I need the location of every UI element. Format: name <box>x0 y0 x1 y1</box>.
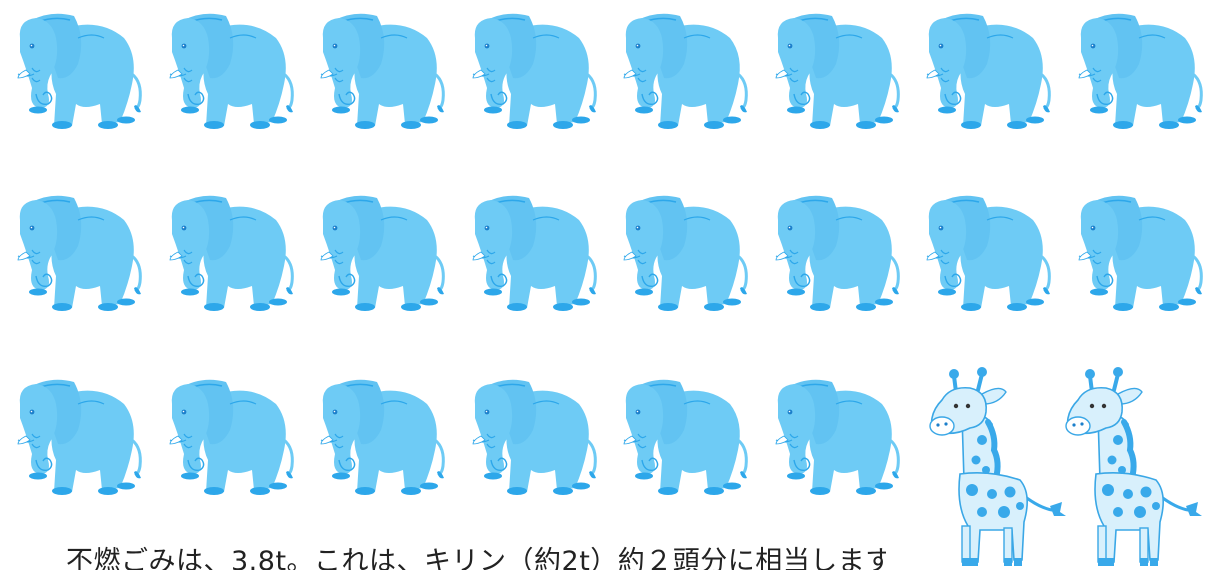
elephant-icon <box>8 190 148 316</box>
elephant-icon <box>311 374 451 500</box>
elephant-icon <box>311 8 451 134</box>
elephant-icon <box>311 190 451 316</box>
elephant-icon <box>766 8 906 134</box>
elephant-icon <box>614 8 754 134</box>
elephant-icon <box>8 8 148 134</box>
elephant-icon <box>766 374 906 500</box>
elephant-icon <box>463 374 603 500</box>
elephant-icon <box>160 8 300 134</box>
elephant-icon <box>917 8 1057 134</box>
caption-text: 不燃ごみは、3.8t。これは、キリン（約2t）約２頭分に相当します！ <box>66 546 886 570</box>
giraffe-icon <box>920 366 1068 570</box>
elephant-icon <box>463 8 603 134</box>
elephant-icon <box>8 374 148 500</box>
elephant-icon <box>1069 8 1209 134</box>
elephant-icon <box>1069 190 1209 316</box>
elephant-icon <box>917 190 1057 316</box>
elephant-icon <box>766 190 906 316</box>
elephant-icon <box>160 190 300 316</box>
giraffe-icon <box>1056 366 1204 570</box>
elephant-icon <box>160 374 300 500</box>
elephant-icon <box>614 374 754 500</box>
elephant-icon <box>463 190 603 316</box>
elephant-icon <box>614 190 754 316</box>
